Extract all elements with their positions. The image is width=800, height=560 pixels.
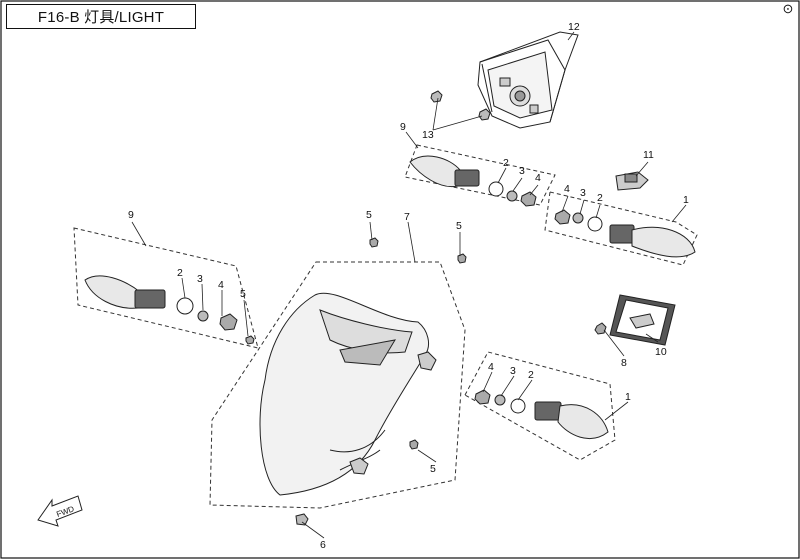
callout-11: 11 <box>643 149 654 161</box>
callout-2-lower: 2 <box>528 369 534 381</box>
callout-2-left: 2 <box>177 267 183 279</box>
callout-13: 13 <box>422 129 434 141</box>
callout-3-left: 3 <box>197 273 203 285</box>
rear-left-signal-group-outline <box>404 144 556 206</box>
callout-3-lower: 3 <box>510 365 516 377</box>
headlight-assembly <box>259 292 437 496</box>
connector-11 <box>615 171 649 191</box>
callout-6: 6 <box>320 539 326 551</box>
callout-9-front-left: 9 <box>128 209 134 221</box>
callout-10: 10 <box>655 346 667 358</box>
callout-1-lower: 1 <box>625 391 631 403</box>
license-plate-light <box>609 294 676 346</box>
front-left-turn-signal <box>84 275 255 345</box>
callouts: 12 13 9 2 3 4 11 4 3 2 1 9 5 7 5 2 3 4 5… <box>128 21 689 551</box>
tail-light-assembly <box>477 31 579 129</box>
callout-2-front-right: 2 <box>597 192 603 204</box>
callout-9-rear: 9 <box>400 121 406 133</box>
clip-6 <box>295 513 309 526</box>
callout-3-rear: 3 <box>519 165 525 177</box>
callout-12: 12 <box>568 21 580 33</box>
rear-right-turn-signal <box>474 389 609 439</box>
bolt-5 <box>369 237 467 450</box>
callout-4-rear: 4 <box>535 172 541 184</box>
headlight-group-outline <box>209 261 466 509</box>
callout-4-front-right: 4 <box>564 183 570 195</box>
corner-registration-mark: ⊙ <box>782 1 794 16</box>
rear-right-signal-group-outline <box>464 351 616 461</box>
callout-2-rear: 2 <box>503 157 509 169</box>
front-right-turn-signal <box>554 209 696 258</box>
bolt-13 <box>430 90 491 121</box>
callout-4-lower: 4 <box>488 361 494 373</box>
page-title: F16-B 灯具/LIGHT <box>6 4 196 29</box>
callout-8: 8 <box>621 357 627 369</box>
callout-5-top: 5 <box>366 209 372 221</box>
callout-4-left: 4 <box>218 279 224 291</box>
leader-lines <box>131 31 687 539</box>
callout-5-left: 5 <box>240 288 246 300</box>
forward-direction-arrow <box>37 495 83 527</box>
callout-1-front-right: 1 <box>683 194 689 206</box>
callout-7: 7 <box>404 211 410 223</box>
callout-5-bottom: 5 <box>430 463 436 475</box>
callout-3-front-right: 3 <box>580 187 586 199</box>
front-left-signal-group-outline <box>73 227 259 349</box>
rear-left-turn-signal <box>409 155 537 207</box>
nut-8 <box>594 322 607 335</box>
callout-5-right: 5 <box>456 220 462 232</box>
